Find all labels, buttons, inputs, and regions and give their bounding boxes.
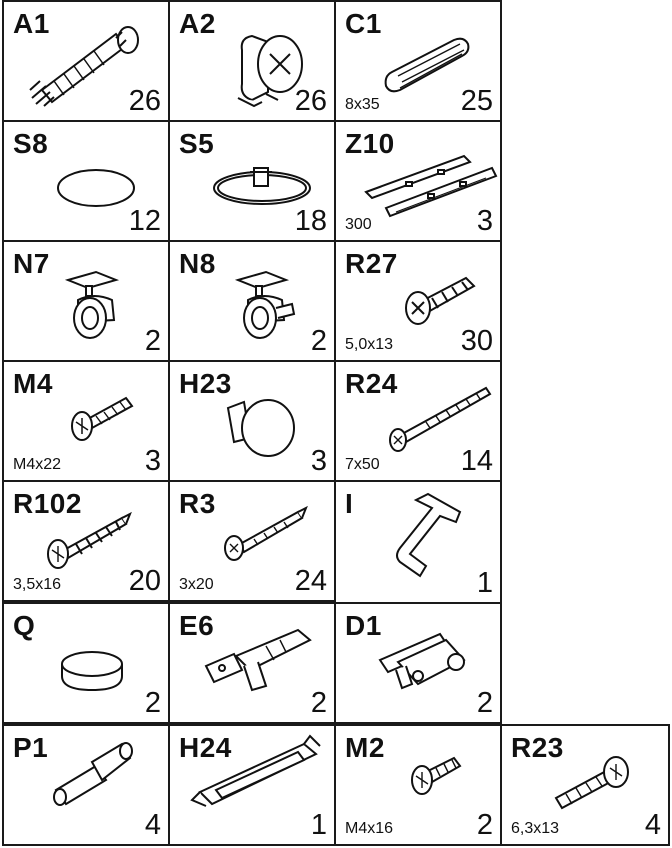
- part-quantity: 25: [460, 85, 493, 117]
- part-cell-s5: S5 18: [168, 120, 336, 242]
- allen-key-icon: [336, 482, 500, 602]
- part-code: H24: [179, 732, 232, 763]
- part-code: R23: [511, 732, 564, 763]
- part-size: 300: [345, 216, 372, 233]
- part-quantity: 14: [460, 445, 493, 477]
- part-code: R3: [179, 488, 216, 519]
- part-quantity: 12: [128, 205, 161, 237]
- part-code: R27: [345, 248, 398, 279]
- part-quantity: 3: [310, 445, 327, 477]
- part-cell-r3: R3 3x20 24: [168, 480, 336, 602]
- part-code: A1: [13, 8, 50, 39]
- part-quantity: 2: [144, 325, 161, 357]
- part-code: A2: [179, 8, 216, 39]
- part-code: I: [345, 488, 354, 519]
- part-quantity: 26: [294, 85, 327, 117]
- part-size: 8x35: [345, 96, 380, 113]
- part-quantity: 24: [294, 565, 327, 597]
- part-quantity: 2: [310, 325, 327, 357]
- part-size: 3,5x16: [13, 576, 62, 593]
- part-cell-z10: Z10 300 3: [334, 120, 502, 242]
- part-cell-h23: H23 3: [168, 360, 336, 482]
- part-cell-p1: P1 4: [2, 724, 170, 846]
- part-code: E6: [179, 610, 215, 641]
- part-quantity: 2: [144, 687, 161, 719]
- part-cell-e6: E6 2: [168, 602, 336, 724]
- part-code: Z10: [345, 128, 395, 159]
- part-cell-r24: R24 7x50 14: [334, 360, 502, 482]
- part-quantity: 2: [310, 687, 327, 719]
- part-code: M4: [13, 368, 53, 399]
- part-quantity: 2: [476, 687, 493, 719]
- part-quantity: 3: [476, 205, 493, 237]
- part-cell-r27: R27 5,0x13 30: [334, 240, 502, 362]
- part-cell-m4: M4 M4x22 3: [2, 360, 170, 482]
- part-cell-h24: H24 1: [168, 724, 336, 846]
- part-code: R24: [345, 368, 398, 399]
- part-quantity: 1: [476, 567, 493, 599]
- part-code: R102: [13, 488, 82, 519]
- part-quantity: 18: [294, 205, 327, 237]
- part-quantity: 4: [144, 809, 161, 841]
- part-quantity: 1: [310, 809, 327, 841]
- part-code: S5: [179, 128, 215, 159]
- part-cell-m2: M2 M4x16 2: [334, 724, 502, 846]
- part-code: P1: [13, 732, 49, 763]
- part-code: N8: [179, 248, 216, 279]
- part-code: S8: [13, 128, 49, 159]
- part-cell-a1: A1 26: [2, 0, 170, 122]
- part-size: 5,0x13: [345, 336, 394, 353]
- part-size: 3x20: [179, 576, 214, 593]
- part-size: 6,3x13: [511, 820, 560, 837]
- part-cell-r23: R23 6,3x13 4: [500, 724, 670, 846]
- part-quantity: 4: [644, 809, 661, 841]
- part-quantity: 20: [128, 565, 161, 597]
- part-size: 7x50: [345, 456, 380, 473]
- part-cell-d1: D1 2: [334, 602, 502, 724]
- part-cell-i: I 1: [334, 480, 502, 604]
- part-cell-a2: A2 26: [168, 0, 336, 122]
- part-cell-q: Q 2: [2, 602, 170, 724]
- part-code: Q: [13, 610, 36, 641]
- part-code: M2: [345, 732, 385, 763]
- part-quantity: 3: [144, 445, 161, 477]
- part-code: C1: [345, 8, 382, 39]
- part-cell-c1: C1 8x35 25: [334, 0, 502, 122]
- part-cell-n7: N7 2: [2, 240, 170, 362]
- part-cell-r102: R102 3,5x16 20: [2, 480, 170, 602]
- part-size: M4x22: [13, 456, 62, 473]
- part-cell-s8: S8 12: [2, 120, 170, 242]
- part-code: D1: [345, 610, 382, 641]
- part-code: N7: [13, 248, 50, 279]
- part-code: H23: [179, 368, 232, 399]
- part-size: M4x16: [345, 820, 394, 837]
- part-quantity: 30: [460, 325, 493, 357]
- part-cell-n8: N8 2: [168, 240, 336, 362]
- part-quantity: 26: [128, 85, 161, 117]
- part-quantity: 2: [476, 809, 493, 841]
